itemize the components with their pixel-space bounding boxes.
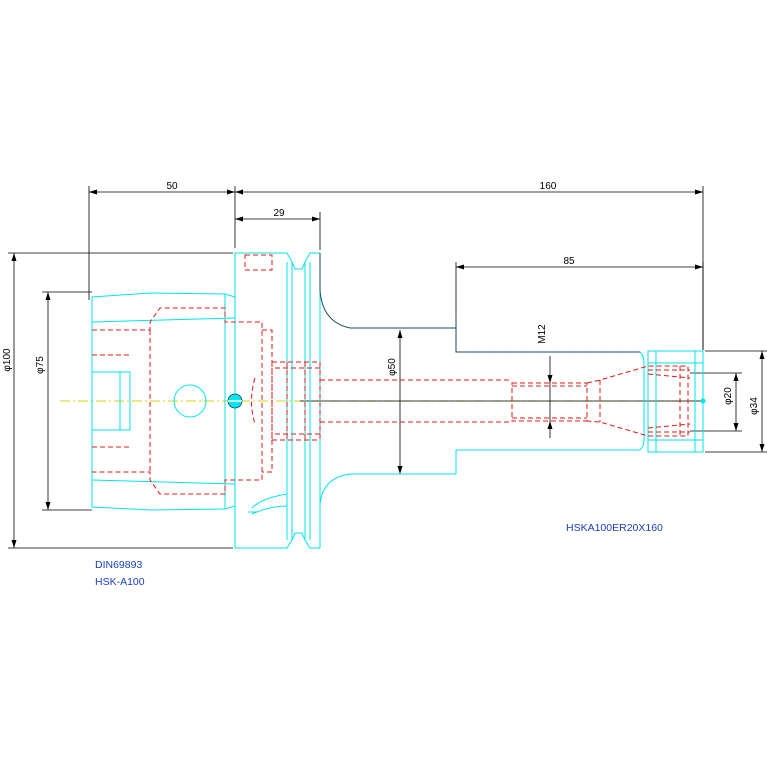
- dim-34-label: φ34: [749, 397, 760, 415]
- hsk-shank: [91, 292, 236, 511]
- dim-85-label: 85: [563, 256, 575, 267]
- hidden-lines: [92, 254, 691, 495]
- dim-100-label: φ100: [2, 348, 13, 372]
- flange: [234, 252, 321, 549]
- dim-20-label: φ20: [723, 387, 734, 405]
- dim-75-label: φ75: [35, 356, 46, 374]
- dim-29-label: 29: [273, 208, 285, 219]
- tip-point-icon: [700, 398, 706, 404]
- dim-50dia-label: φ50: [387, 358, 398, 376]
- dim-m12-label: M12: [537, 324, 548, 344]
- dimension-lines: [8, 186, 767, 549]
- datum-marker-icon: [227, 393, 243, 409]
- drive-hole-circle: [173, 384, 207, 418]
- dim-50-label: 50: [166, 181, 178, 192]
- part-number-note: HSKA100ER20X160: [566, 522, 663, 534]
- interface-note: HSK-A100: [95, 576, 145, 588]
- dim-160-label: 160: [540, 181, 557, 192]
- tool-body: [319, 253, 645, 548]
- standard-note: DIN69893: [95, 559, 142, 571]
